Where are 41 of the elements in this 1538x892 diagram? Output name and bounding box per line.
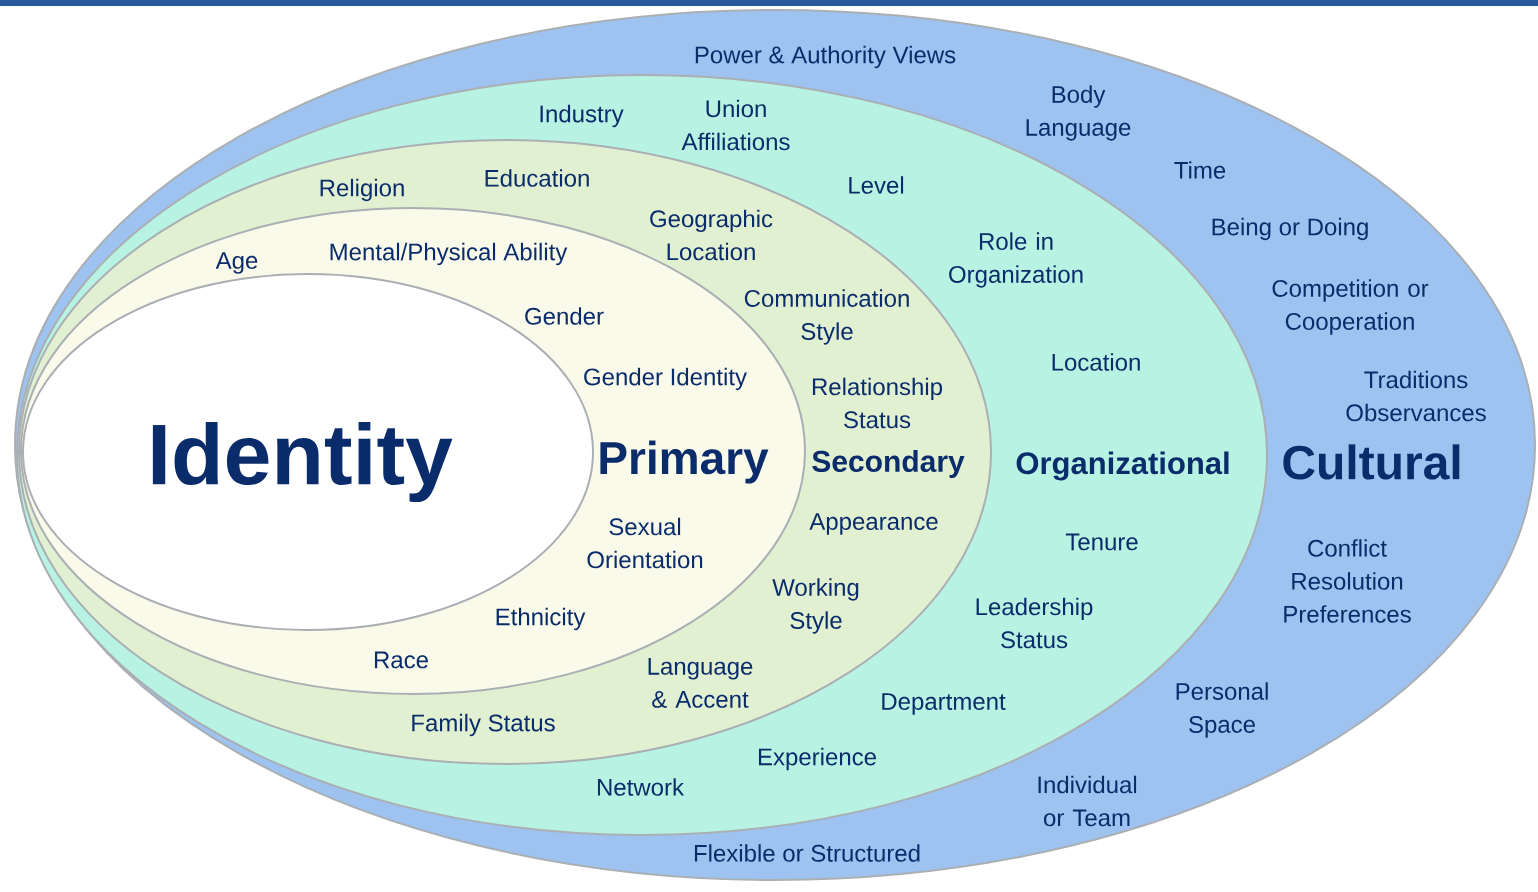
ring-item: Experience bbox=[758, 747, 876, 771]
ring-item: Race bbox=[374, 651, 428, 669]
ring-item: Family Status bbox=[412, 713, 555, 737]
ring-item: Personal Space bbox=[1176, 682, 1268, 738]
ring-item: Relationship Status bbox=[812, 377, 942, 429]
ring-item: Traditions Observances bbox=[1346, 370, 1486, 422]
ring-item: Ethnicity bbox=[496, 607, 586, 631]
ring-item: Body Language bbox=[1026, 85, 1131, 141]
ring-heading: Organizational bbox=[1016, 451, 1229, 481]
ring-item: Flexible or Structured bbox=[694, 844, 920, 862]
ring-item: Location bbox=[1052, 353, 1140, 371]
ring-item: Competition or Cooperation bbox=[1272, 279, 1429, 335]
ring-item: Language & Accent bbox=[648, 658, 753, 708]
ring-item: Level bbox=[849, 176, 904, 194]
ring-heading: Cultural bbox=[1283, 444, 1460, 480]
ring-item: Being or Doing bbox=[1212, 217, 1368, 241]
ring-item: Time bbox=[1174, 161, 1226, 179]
ring-item: Appearance bbox=[809, 513, 938, 535]
ring-item: Geographic Location bbox=[650, 209, 773, 261]
ring-item: Mental/Physical Ability bbox=[330, 242, 568, 266]
ring-item: Department bbox=[882, 693, 1006, 715]
ring-heading: Identity bbox=[152, 421, 453, 503]
ring-item: Network bbox=[598, 778, 685, 796]
ring-item: Role in Organization bbox=[949, 232, 1083, 288]
ring-item: Power & Authority Views bbox=[695, 45, 956, 69]
ring-item: Working Style bbox=[772, 578, 859, 634]
ring-heading: Primary bbox=[600, 440, 769, 484]
ring-item: Communication Style bbox=[744, 289, 909, 345]
ring-item: Individual or Team bbox=[1038, 775, 1137, 827]
ring-item: Tenure bbox=[1065, 533, 1138, 551]
ring-item: Sexual Orientation bbox=[587, 517, 703, 569]
ring-heading: Secondary bbox=[812, 450, 965, 478]
ring-item: Religion bbox=[320, 178, 404, 202]
ring-item: Gender bbox=[525, 307, 604, 325]
ring-item: Leadership Status bbox=[976, 597, 1093, 649]
ring-item: Education bbox=[485, 169, 589, 187]
ring-item: Age bbox=[215, 252, 258, 274]
ring-item: Conflict Resolution Preferences bbox=[1284, 539, 1411, 623]
ring-item: Union Affiliations bbox=[681, 99, 790, 151]
ring-item: Industry bbox=[540, 104, 624, 128]
ring-item: Gender Identity bbox=[584, 367, 747, 391]
